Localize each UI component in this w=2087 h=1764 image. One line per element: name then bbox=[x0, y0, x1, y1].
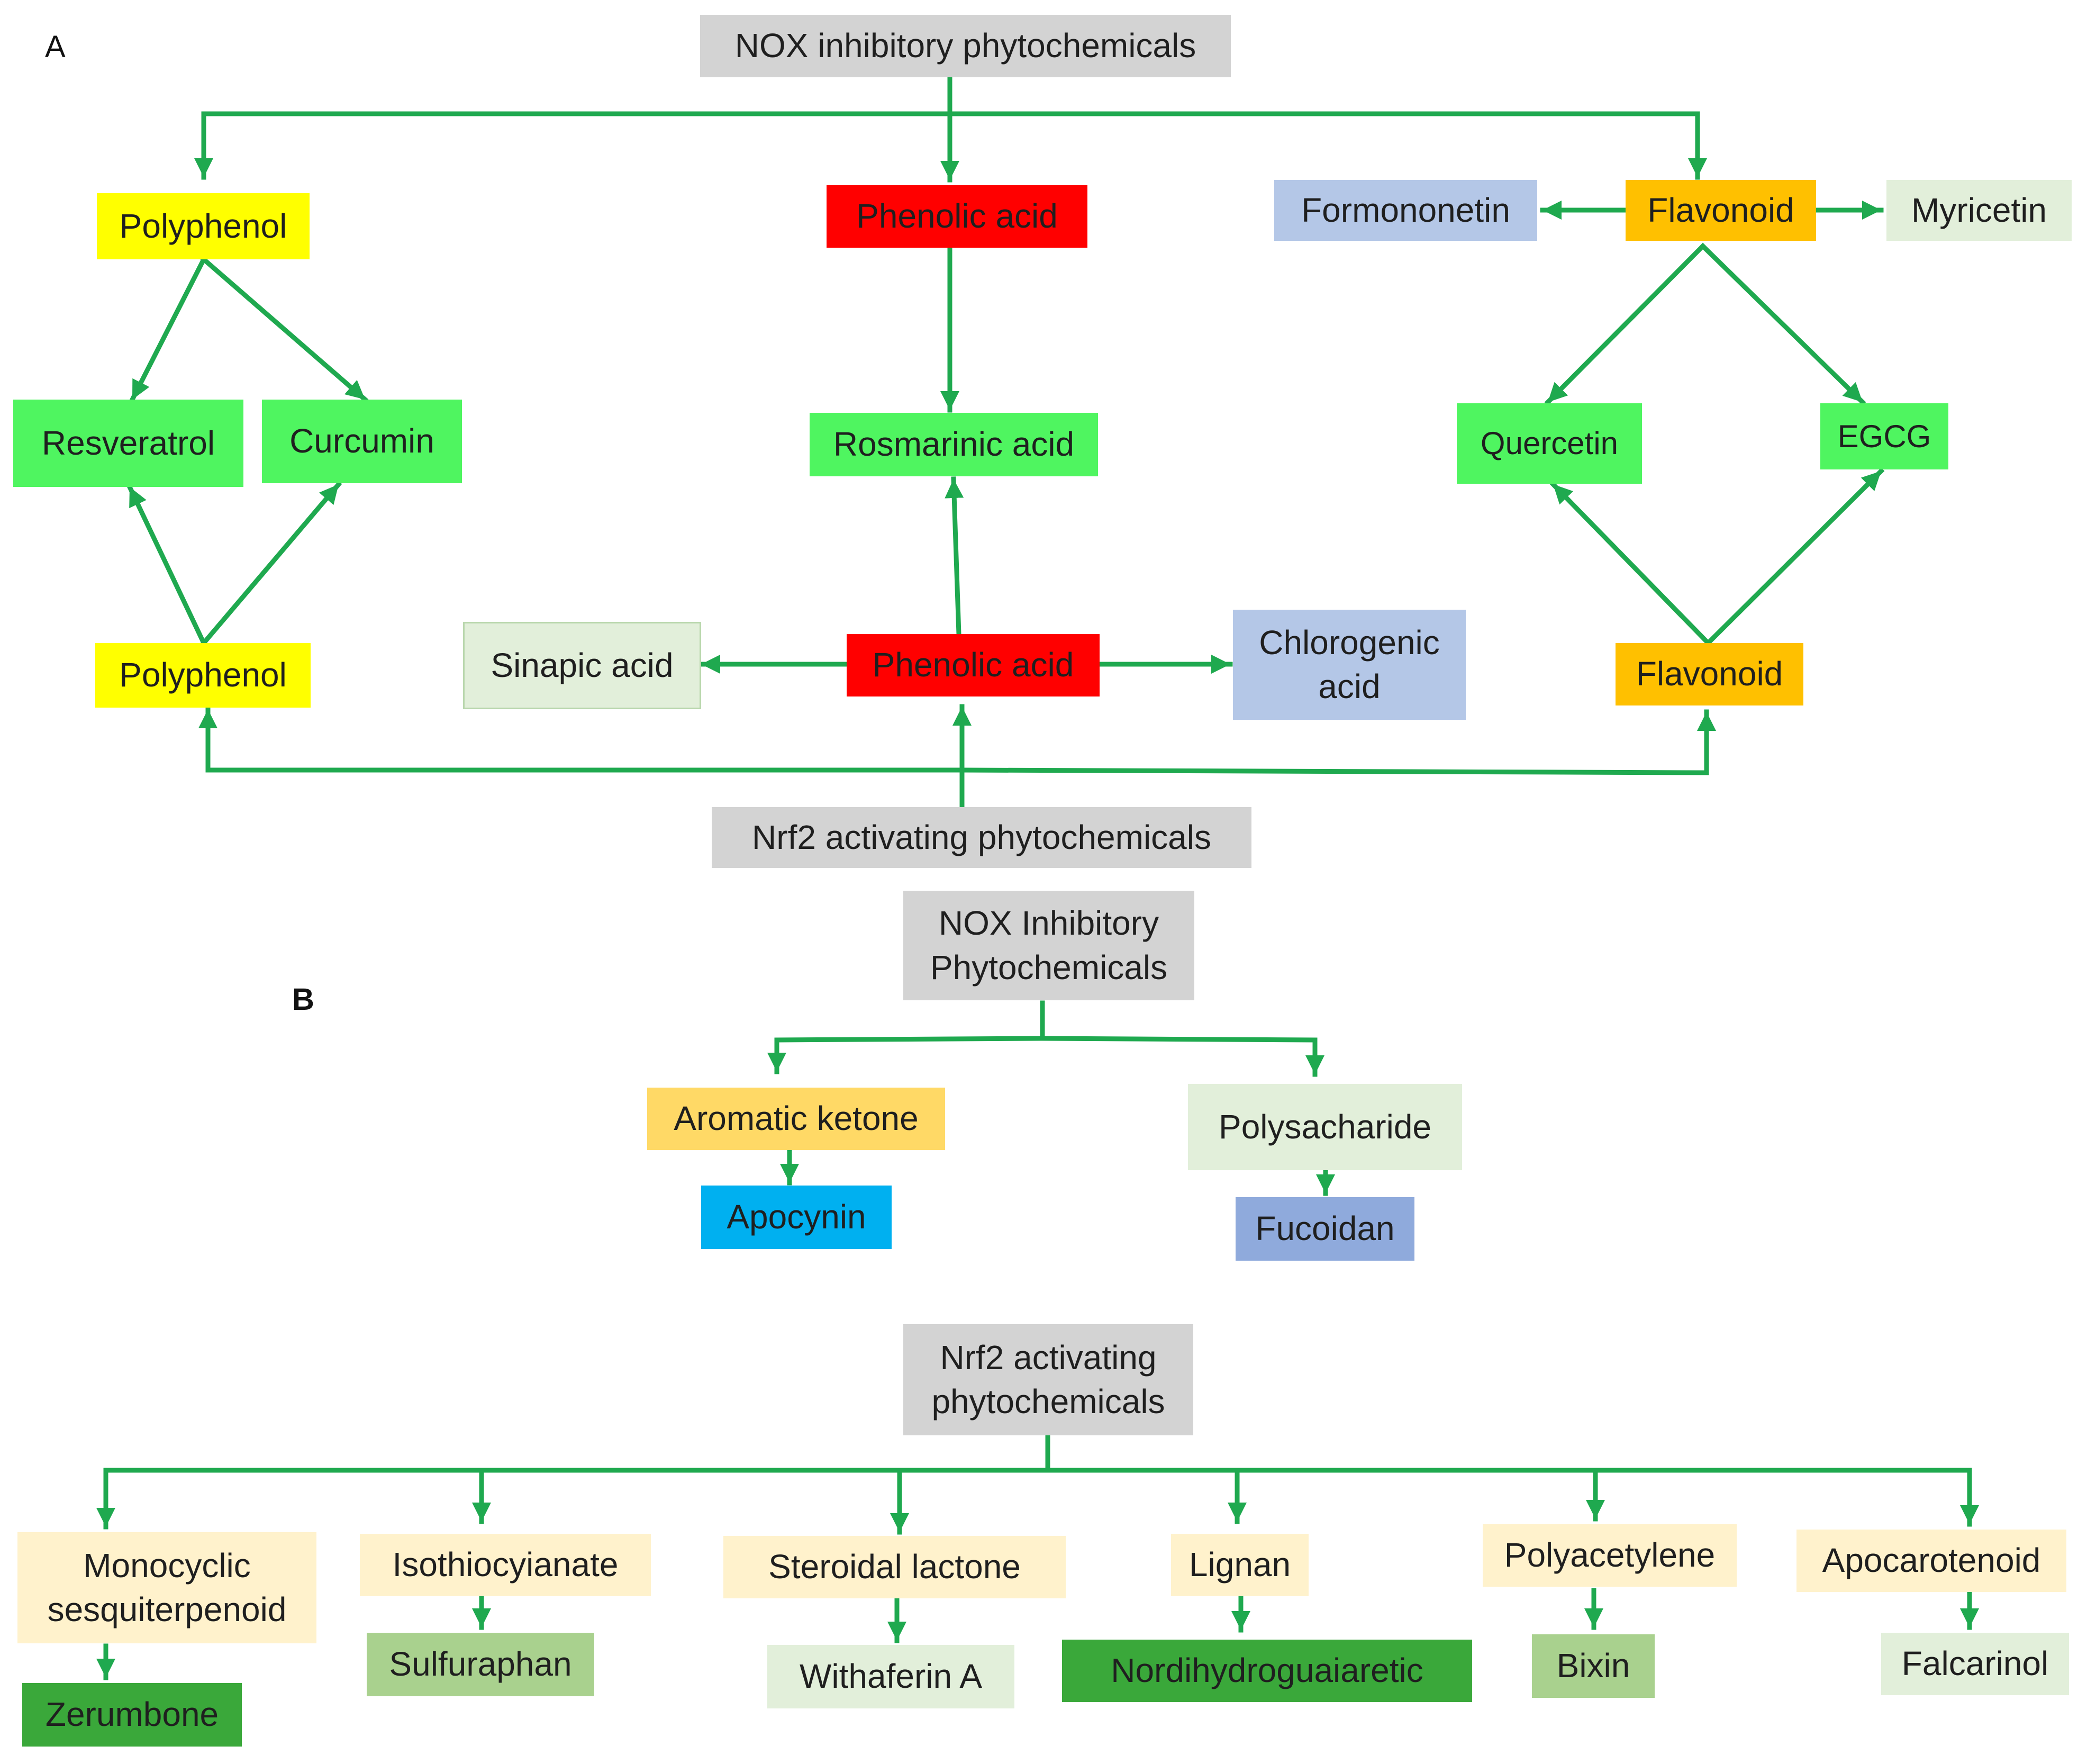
isothiocyianate-node: Isothiocyianate bbox=[360, 1534, 651, 1596]
arrow-flavonoid-bottom-to-quercetin bbox=[1549, 481, 1712, 647]
quercetin-node: Quercetin bbox=[1457, 403, 1642, 484]
arrow-nrf2-to-polyphenol bbox=[198, 707, 965, 773]
withaferin-a-node: Withaferin A bbox=[767, 1645, 1014, 1708]
phenolic-acid-bottom-node: Phenolic acid bbox=[847, 634, 1100, 696]
arrow-flavonoid-to-egcg bbox=[1699, 242, 1866, 406]
egcg-node: EGCG bbox=[1820, 403, 1948, 469]
sinapic-acid-node: Sinapic acid bbox=[463, 622, 701, 709]
panel-label-a: A bbox=[45, 30, 66, 64]
rosmarinic-acid-node: Rosmarinic acid bbox=[810, 413, 1098, 476]
nox-inhibitory-title: NOX inhibitory phytochemicals bbox=[700, 15, 1231, 77]
panel-label-b: B bbox=[292, 982, 314, 1017]
curcumin-node: Curcumin bbox=[262, 400, 462, 483]
monocyclic-sesquiterpenoid-node: Monocyclic sesquiterpenoid bbox=[17, 1532, 316, 1643]
resveratrol-node: Resveratrol bbox=[13, 400, 243, 487]
chlorogenic-acid-node: Chlorogenic acid bbox=[1233, 610, 1466, 720]
myricetin-node: Myricetin bbox=[1886, 180, 2072, 241]
nrf2-activating-b-title: Nrf2 activating phytochemicals bbox=[903, 1324, 1193, 1435]
polyphenol-top-node: Polyphenol bbox=[97, 193, 310, 259]
flavonoid-bottom-node: Flavonoid bbox=[1616, 643, 1803, 705]
nrf2-activating-title: Nrf2 activating phytochemicals bbox=[712, 807, 1251, 868]
apocynin-node: Apocynin bbox=[701, 1186, 892, 1249]
arrow-polyphenol-to-resveratrol bbox=[129, 256, 207, 403]
polyacetylene-node: Polyacetylene bbox=[1483, 1524, 1737, 1587]
sulfuraphan-node: Sulfuraphan bbox=[367, 1633, 594, 1696]
arrow-polyphenol-bottom-to-resveratrol bbox=[126, 484, 207, 646]
bixin-node: Bixin bbox=[1532, 1634, 1655, 1698]
polyphenol-bottom-node: Polyphenol bbox=[95, 643, 311, 708]
arrow-flavonoid-to-quercetin bbox=[1544, 242, 1707, 406]
zerumbone-node: Zerumbone bbox=[22, 1683, 242, 1747]
aromatic-ketone-node: Aromatic ketone bbox=[647, 1088, 945, 1150]
lignan-node: Lignan bbox=[1171, 1534, 1309, 1596]
fucoidan-node: Fucoidan bbox=[1236, 1197, 1414, 1261]
arrow-nox-b-to-aromatic-ketone bbox=[767, 1036, 1045, 1074]
arrow-polyphenol-bottom-to-curcumin bbox=[200, 481, 342, 647]
nordihydroguaiaretic-node: Nordihydroguaiaretic bbox=[1062, 1640, 1472, 1702]
arrow-nrf2-to-flavonoid bbox=[959, 709, 1716, 775]
arrow-nox-to-flavonoid bbox=[947, 111, 1707, 180]
apocarotenoid-node: Apocarotenoid bbox=[1796, 1530, 2066, 1592]
nox-inhibitory-b-title: NOX Inhibitory Phytochemicals bbox=[903, 891, 1194, 1000]
arrow-nox-b-to-polysacharide bbox=[1040, 1036, 1324, 1077]
arrow-phenolic-bottom-to-rosmarinic bbox=[945, 476, 964, 637]
falcarinol-node: Falcarinol bbox=[1881, 1633, 2069, 1695]
flavonoid-top-node: Flavonoid bbox=[1626, 180, 1816, 241]
polysacharide-node: Polysacharide bbox=[1188, 1084, 1462, 1170]
formononetin-node: Formononetin bbox=[1274, 180, 1537, 241]
arrow-polyphenol-to-curcumin bbox=[200, 256, 369, 403]
steroidal-lactone-node: Steroidal lactone bbox=[723, 1536, 1066, 1598]
arrow-flavonoid-bottom-to-egcg bbox=[1704, 467, 1885, 647]
arrow-nox-to-polyphenol bbox=[194, 77, 952, 180]
phenolic-acid-top-node: Phenolic acid bbox=[827, 185, 1087, 248]
